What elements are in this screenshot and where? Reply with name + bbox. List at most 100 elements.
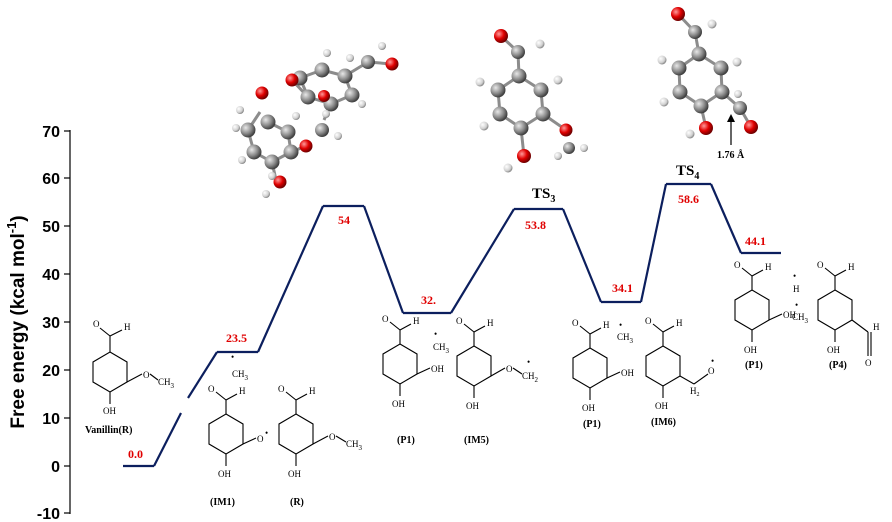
- 3d-molecule-model: [232, 42, 399, 198]
- svg-text:•: •: [619, 320, 622, 330]
- svg-text:•: •: [527, 357, 530, 367]
- svg-text:OH: OH: [431, 364, 444, 374]
- 3d-molecule-model: 1.76 Å: [657, 7, 758, 161]
- svg-text:H: H: [873, 322, 880, 332]
- connector: [639, 183, 668, 303]
- svg-text:H: H: [413, 316, 420, 326]
- structure-im6: O H H2 O • OH (IM6): [645, 316, 715, 428]
- svg-text:OH: OH: [103, 406, 116, 416]
- svg-text:O: O: [865, 358, 872, 368]
- svg-text:CH3: CH3: [792, 312, 809, 325]
- species-label: (R): [290, 497, 304, 508]
- connector: [561, 208, 603, 303]
- svg-text:OH: OH: [655, 401, 668, 411]
- svg-text:H: H: [848, 262, 855, 272]
- svg-text:CH3: CH3: [346, 439, 363, 452]
- species-label: (P4): [829, 360, 847, 371]
- svg-text:CH3: CH3: [158, 377, 175, 390]
- tick-label: 40: [42, 267, 60, 284]
- species-label: Vanillin(R): [85, 425, 132, 436]
- svg-text:H: H: [487, 318, 494, 328]
- svg-text:OH: OH: [783, 310, 796, 320]
- tick-label: 60: [42, 171, 60, 188]
- tick-label: 20: [42, 363, 60, 380]
- svg-text:CH3: CH3: [617, 332, 634, 345]
- y-axis-title: Free energy (kcal mol-1): [4, 215, 29, 428]
- structure-p1: O H OH OH (P1): [382, 314, 444, 446]
- svg-text:OH: OH: [744, 345, 757, 355]
- svg-text:•: •: [434, 329, 437, 339]
- svg-text:H: H: [793, 284, 800, 294]
- svg-text:OH: OH: [218, 469, 231, 479]
- svg-text:•: •: [265, 428, 268, 438]
- tick-label: 70: [42, 124, 60, 141]
- svg-text:H: H: [765, 262, 772, 272]
- structure-p4: O H H O OH (P4): [817, 260, 880, 371]
- tick-label: 50: [42, 219, 60, 236]
- species-label: (IM1): [210, 497, 235, 508]
- species-label: (IM5): [464, 435, 489, 446]
- y-axis: 70 60 50 40 30 20 10 0 -10 Free energy (…: [4, 124, 71, 522]
- svg-text:OH: OH: [582, 403, 595, 413]
- svg-text:OH: OH: [827, 345, 840, 355]
- energy-value: 58.6: [678, 192, 699, 206]
- svg-text:CH3: CH3: [232, 369, 249, 382]
- svg-text:OH: OH: [392, 399, 405, 409]
- svg-text:•: •: [793, 271, 796, 281]
- svg-text:OH: OH: [621, 368, 634, 378]
- 3d-molecule-model: [475, 29, 588, 173]
- svg-text:O: O: [506, 364, 513, 374]
- ts-label: TS3: [532, 186, 555, 205]
- svg-text:O: O: [645, 316, 652, 326]
- svg-text:O: O: [572, 318, 579, 328]
- energy-path: [123, 182, 781, 468]
- connector: [256, 205, 325, 353]
- svg-text:O: O: [93, 319, 100, 329]
- structure-p1: O H OH OH (P1): [572, 318, 634, 430]
- species-label: (P1): [745, 360, 763, 371]
- structure-r: O H O CH3 OH (R): [278, 384, 363, 508]
- ts-label: TS4: [676, 163, 699, 182]
- structure-p1: O H OH OH (P1): [734, 260, 796, 371]
- energy-value: 32.: [421, 293, 436, 307]
- svg-text:•: •: [711, 356, 714, 366]
- energy-value: 0.0: [128, 447, 143, 461]
- structure-im1: O H O • OH (IM1): [208, 384, 268, 508]
- svg-text:•: •: [795, 300, 798, 310]
- tick-label: 0: [51, 459, 60, 476]
- distance-annotation: 1.76 Å: [717, 149, 745, 161]
- connector: [709, 183, 743, 254]
- energy-value: 54: [338, 213, 350, 227]
- svg-text:H: H: [676, 318, 683, 328]
- svg-text:•: •: [231, 352, 234, 362]
- energy-value: 23.5: [226, 331, 247, 345]
- energy-value: 44.1: [745, 234, 766, 248]
- svg-text:H: H: [124, 322, 131, 332]
- svg-text:O: O: [708, 366, 715, 376]
- svg-text:H: H: [239, 386, 246, 396]
- connector: [362, 205, 405, 314]
- svg-text:H2: H2: [690, 386, 700, 398]
- svg-text:O: O: [817, 260, 824, 270]
- connector: [153, 412, 182, 467]
- svg-text:O: O: [143, 370, 150, 380]
- structure-vanillin: O H O CH3 OH Vanillin(R): [85, 319, 175, 436]
- connector: [187, 351, 218, 399]
- svg-text:O: O: [382, 314, 389, 324]
- energy-value: 53.8: [525, 218, 546, 232]
- svg-text:H: H: [309, 386, 316, 396]
- species-label: (P1): [397, 435, 415, 446]
- svg-text:OH: OH: [466, 401, 479, 411]
- connector: [450, 208, 515, 314]
- svg-text:CH3: CH3: [433, 342, 450, 355]
- svg-text:O: O: [456, 316, 463, 326]
- svg-text:O: O: [278, 384, 285, 394]
- tick-label: 30: [42, 315, 60, 332]
- svg-text:O: O: [257, 434, 264, 444]
- svg-text:H: H: [603, 320, 610, 330]
- svg-text:OH: OH: [288, 469, 301, 479]
- svg-text:O: O: [734, 260, 741, 270]
- tick-label: -10: [37, 506, 60, 522]
- svg-text:CH2: CH2: [522, 371, 539, 384]
